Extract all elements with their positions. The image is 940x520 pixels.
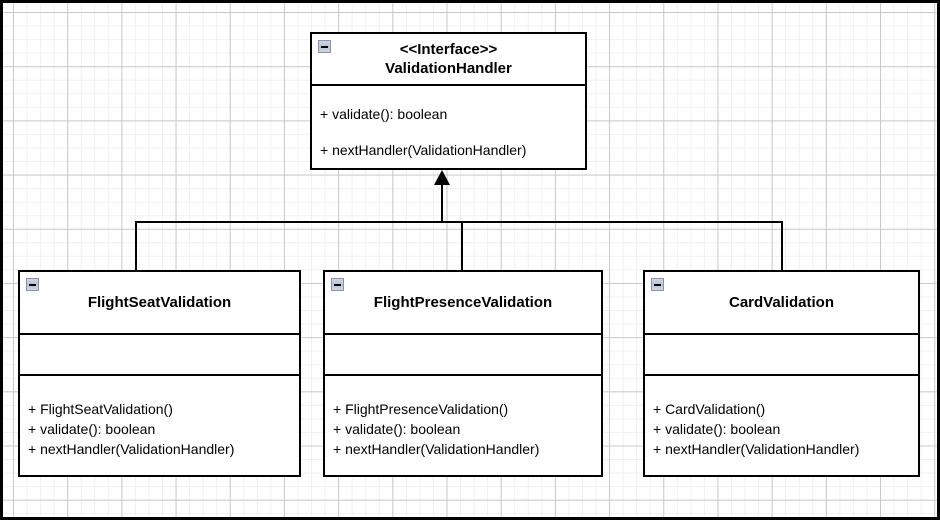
class-attributes-card-validation <box>645 335 918 376</box>
method-item: + nextHandler(ValidationHandler) <box>653 441 860 457</box>
uml-class-card-validation[interactable]: CardValidation + CardValidation() + vali… <box>643 270 920 477</box>
class-methods-validation-handler: + validate(): boolean + nextHandler(Vali… <box>312 86 585 168</box>
uml-class-flight-seat-validation[interactable]: FlightSeatValidation + FlightSeatValidat… <box>18 270 301 477</box>
generalization-bus-horizontal <box>135 221 783 223</box>
class-name: FlightSeatValidation <box>87 294 232 311</box>
method-item: + CardValidation() <box>653 401 766 417</box>
method-item: + nextHandler(ValidationHandler) <box>320 142 527 158</box>
class-header-card-validation: CardValidation <box>645 272 918 335</box>
minus-box-icon[interactable] <box>318 40 331 53</box>
class-name: FlightPresenceValidation <box>373 294 553 311</box>
uml-class-flight-presence-validation[interactable]: FlightPresenceValidation + FlightPresenc… <box>323 270 603 477</box>
method-item: + validate(): boolean <box>28 421 156 437</box>
method-item: + validate(): boolean <box>320 106 448 122</box>
method-item: + nextHandler(ValidationHandler) <box>28 441 235 457</box>
uml-class-validation-handler[interactable]: <<Interface>> ValidationHandler + valida… <box>310 32 587 170</box>
method-item: + nextHandler(ValidationHandler) <box>333 441 540 457</box>
class-attributes-flight-seat-validation <box>20 335 299 376</box>
class-attributes-flight-presence-validation <box>325 335 601 376</box>
class-stereotype: <<Interface>> <box>399 41 498 58</box>
class-name: ValidationHandler <box>385 60 512 77</box>
method-item: + FlightPresenceValidation() <box>333 401 509 417</box>
class-methods-flight-seat-validation: + FlightSeatValidation() + validate(): b… <box>20 376 299 475</box>
generalization-branch-right <box>781 221 783 271</box>
generalization-branch-middle <box>461 221 463 271</box>
minus-box-icon[interactable] <box>26 278 39 291</box>
minus-box-icon[interactable] <box>331 278 344 291</box>
class-header-flight-presence-validation: FlightPresenceValidation <box>325 272 601 335</box>
generalization-branch-left <box>135 221 137 271</box>
generalization-stem-vertical <box>441 184 443 222</box>
method-item: + validate(): boolean <box>653 421 781 437</box>
method-item: + FlightSeatValidation() <box>28 401 173 417</box>
class-header-flight-seat-validation: FlightSeatValidation <box>20 272 299 335</box>
class-methods-card-validation: + CardValidation() + validate(): boolean… <box>645 376 918 475</box>
generalization-arrowhead-icon <box>434 170 450 185</box>
class-methods-flight-presence-validation: + FlightPresenceValidation() + validate(… <box>325 376 601 475</box>
method-item: + validate(): boolean <box>333 421 461 437</box>
minus-box-icon[interactable] <box>651 278 664 291</box>
class-header-validation-handler: <<Interface>> ValidationHandler <box>312 34 585 86</box>
class-name: CardValidation <box>728 294 835 311</box>
